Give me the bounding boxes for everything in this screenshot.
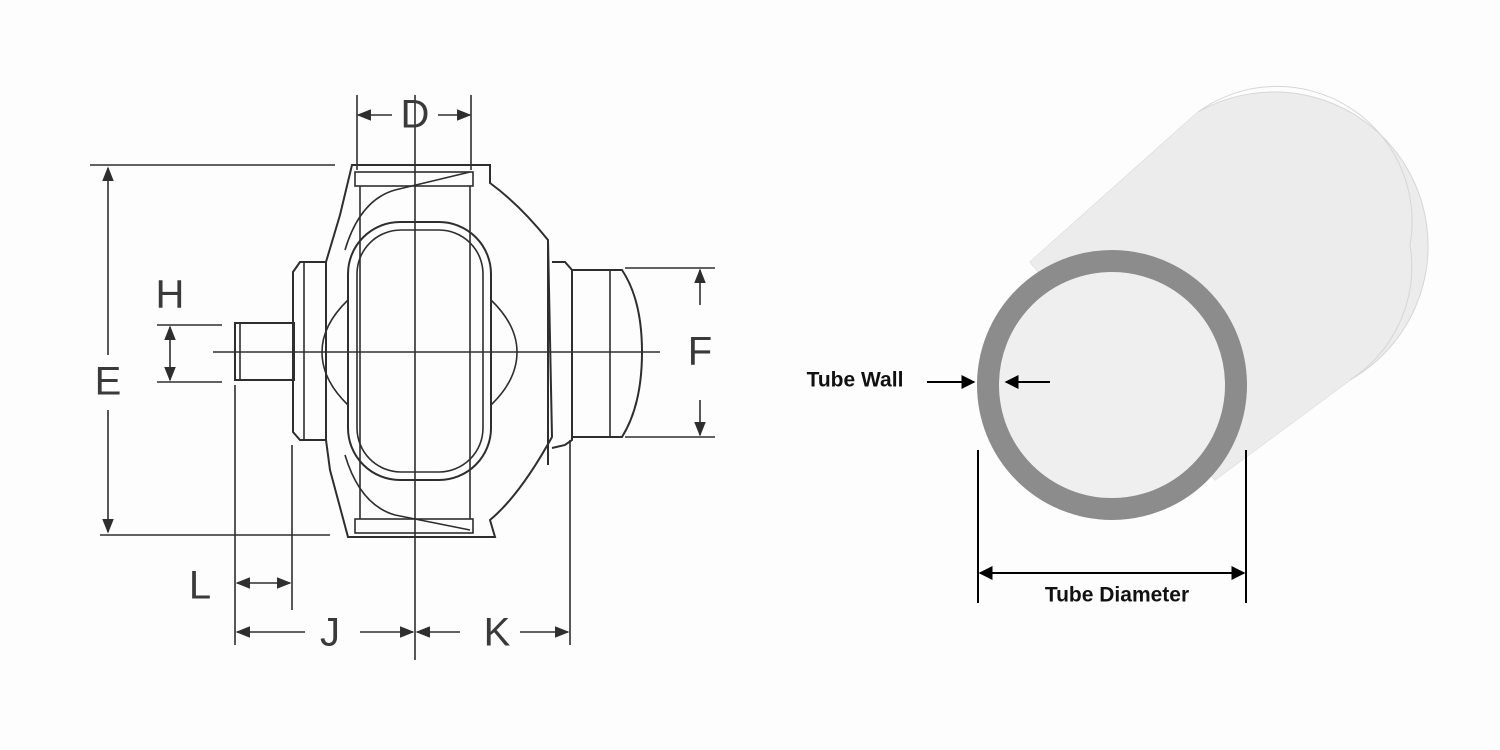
tube-wall-label: Tube Wall (807, 369, 904, 392)
right-flange (551, 261, 573, 449)
cross-inner (356, 229, 484, 473)
left-flange (292, 261, 326, 441)
tube-figure: Tube Wall Tube Diameter (807, 85, 1429, 610)
dimension-label-k: K (484, 611, 511, 655)
stub-shaft (234, 322, 295, 381)
right-hub (572, 269, 644, 438)
bearing-cap-bottom (354, 518, 474, 534)
dimension-label-l: L (189, 564, 211, 608)
bearing-cap-top (354, 171, 474, 187)
cross-outer (347, 221, 492, 481)
dimension-label-j: J (320, 611, 340, 655)
tube-diameter-label: Tube Diameter (1045, 584, 1189, 607)
dimension-label-d: D (401, 93, 430, 137)
yoke-edge-bottom (344, 454, 471, 531)
dimension-label-f: F (688, 330, 712, 374)
dimension-label-h: H (156, 273, 185, 317)
tube-wall-ring (977, 250, 1247, 520)
dimension-label-e: E (95, 360, 122, 404)
yoke-body (325, 164, 554, 538)
yoke-edge-top (344, 171, 471, 251)
universal-joint-figure: D E H F L J K (90, 93, 715, 660)
